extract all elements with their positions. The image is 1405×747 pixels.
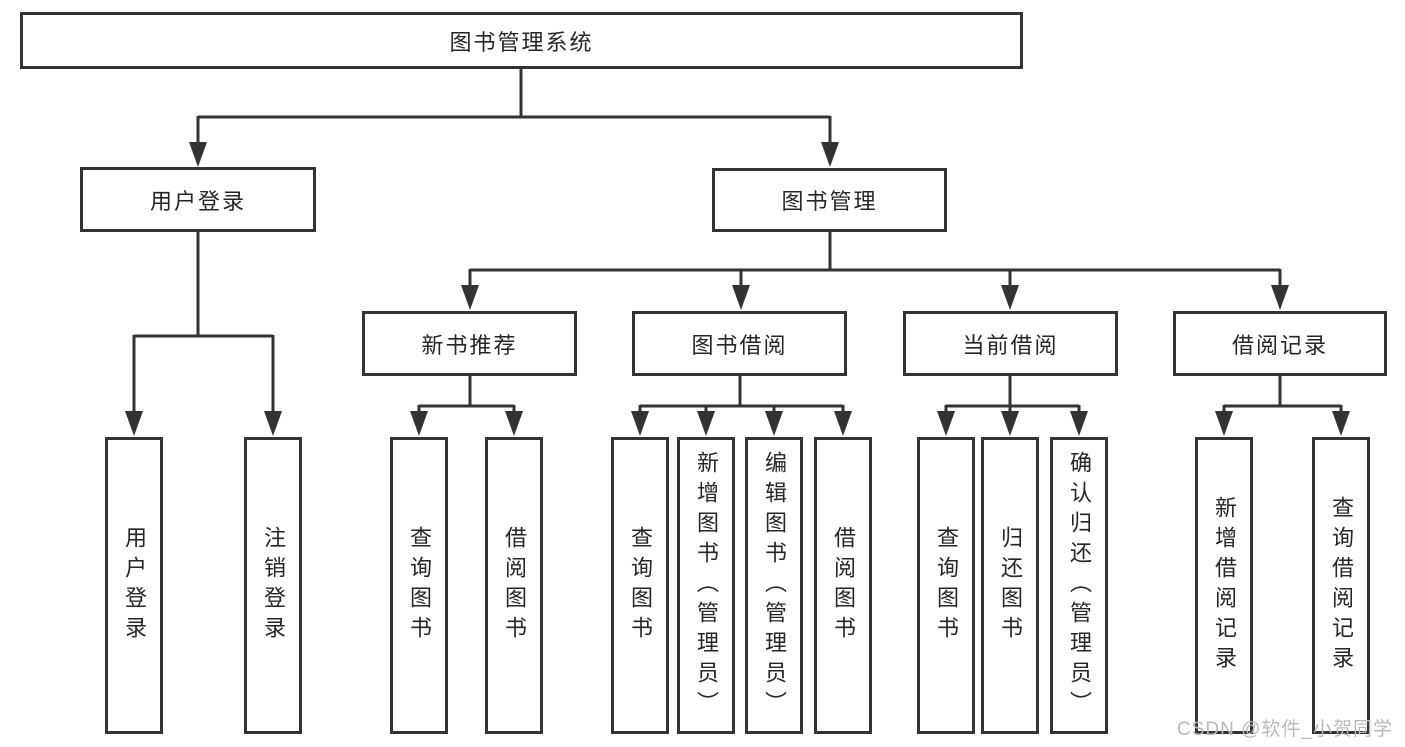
leaf-edit-book-admin: 编辑图书（管理员） (745, 437, 803, 734)
leaf-return-book-label: 归还图书 (998, 525, 1023, 646)
node-borrow-records: 借阅记录 (1173, 311, 1387, 376)
node-book-management-label: 图书管理 (781, 189, 878, 214)
leaf-borrow-book-2: 借阅图书 (814, 437, 872, 734)
leaf-user-login-label: 用户登录 (122, 525, 147, 646)
leaf-query-borrow-record: 查询借阅记录 (1312, 437, 1370, 734)
leaf-query-borrow-record-label: 查询借阅记录 (1329, 495, 1354, 676)
leaf-query-book-2-label: 查询图书 (628, 525, 653, 646)
node-new-book-recommend: 新书推荐 (362, 311, 577, 376)
leaf-add-book-admin-label: 新增图书（管理员） (694, 450, 719, 721)
leaf-borrow-book-1: 借阅图书 (485, 437, 543, 734)
leaf-add-book-admin: 新增图书（管理员） (677, 437, 735, 734)
leaf-return-book: 归还图书 (981, 437, 1039, 734)
node-user-login: 用户登录 (80, 167, 316, 232)
leaf-query-book-3-label: 查询图书 (934, 525, 959, 646)
node-new-book-recommend-label: 新书推荐 (421, 332, 518, 358)
node-root-label: 图书管理系统 (449, 29, 594, 55)
leaf-query-book-1: 查询图书 (390, 437, 448, 734)
leaf-add-borrow-record: 新增借阅记录 (1195, 437, 1253, 734)
csdn-watermark: CSDN @软件_小贺同学 (1177, 719, 1393, 740)
leaf-query-book-3: 查询图书 (917, 437, 975, 734)
leaf-add-borrow-record-label: 新增借阅记录 (1212, 495, 1237, 676)
leaf-borrow-book-2-label: 借阅图书 (831, 525, 856, 646)
node-borrow-records-label: 借阅记录 (1231, 332, 1328, 358)
leaf-logout-label: 注销登录 (261, 525, 286, 646)
leaf-edit-book-admin-label: 编辑图书（管理员） (762, 450, 787, 721)
leaf-confirm-return-admin-label: 确认归还（管理员） (1067, 450, 1092, 721)
node-current-borrow-label: 当前借阅 (962, 332, 1059, 358)
leaf-logout: 注销登录 (244, 437, 302, 734)
leaf-query-book-2: 查询图书 (611, 437, 669, 734)
node-user-login-label: 用户登录 (149, 188, 246, 214)
node-book-management: 图书管理 (712, 168, 947, 232)
node-current-borrow: 当前借阅 (903, 311, 1118, 376)
leaf-query-book-1-label: 查询图书 (407, 525, 432, 646)
node-root: 图书管理系统 (20, 12, 1023, 69)
leaf-user-login: 用户登录 (105, 437, 163, 734)
leaf-borrow-book-1-label: 借阅图书 (502, 525, 527, 646)
node-book-borrow: 图书借阅 (632, 311, 847, 376)
arrowheads (125, 142, 1350, 436)
node-book-borrow-label: 图书借阅 (691, 332, 788, 358)
leaf-confirm-return-admin: 确认归还（管理员） (1050, 437, 1108, 734)
